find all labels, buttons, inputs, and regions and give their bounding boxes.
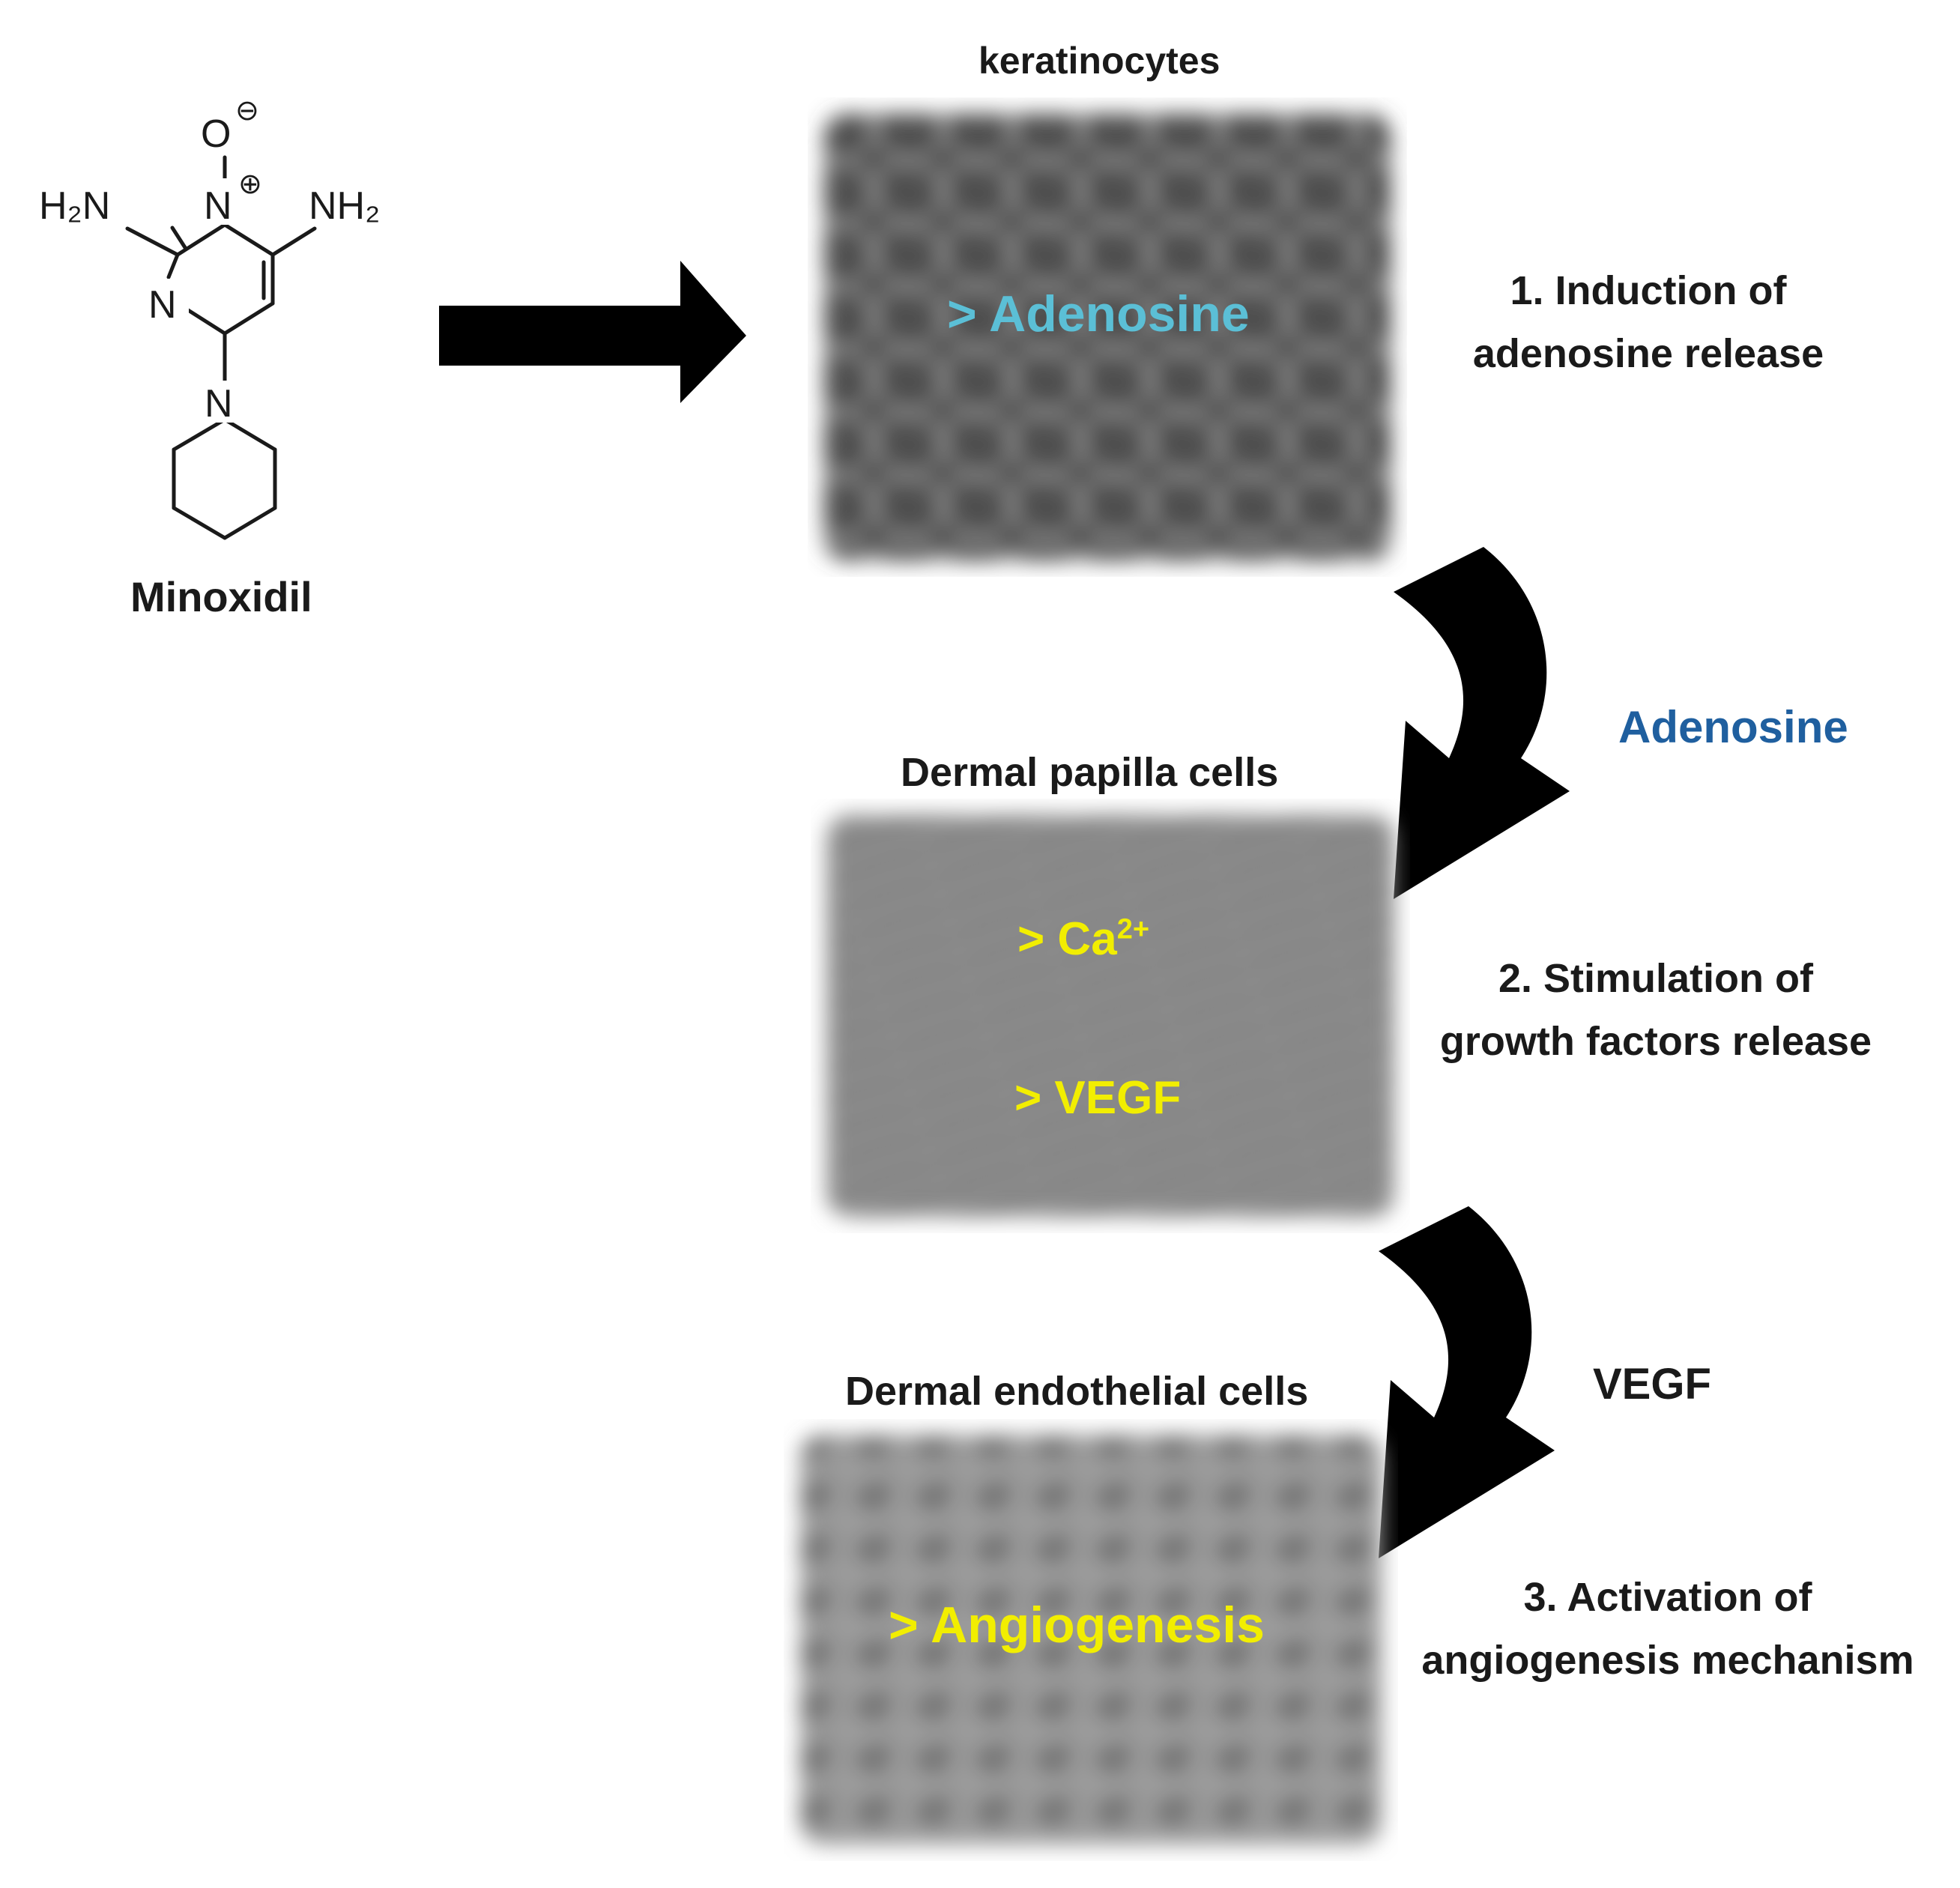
oxide-charge-negative: ⊖ (235, 95, 259, 127)
endothelial-title: Dermal endothelial cells (845, 1369, 1309, 1414)
keratinocytes-overlay: > Adenosine (947, 285, 1250, 342)
ca-superscript: 2+ (1116, 913, 1150, 945)
step-3-line-1: 3. Activation of (1523, 1575, 1812, 1620)
curved-arrow-1 (1394, 547, 1570, 899)
molecule-name: Minoxidil (130, 573, 312, 620)
endothelial-micrograph: > Angiogenesis (784, 1419, 1398, 1861)
keratinocytes-micrograph: > Adenosine (808, 97, 1407, 577)
step-1-line-2: adenosine release (1472, 331, 1824, 376)
dermal-papilla-overlay-vegf: > VEGF (1014, 1072, 1182, 1124)
step-3-line-2: angiogenesis mechanism (1421, 1638, 1914, 1683)
ca-text: > Ca (1017, 913, 1117, 965)
piperidine-nitrogen: N (205, 382, 233, 426)
step-1-line-1: 1. Induction of (1510, 268, 1787, 313)
amine-right: NH₂ (309, 184, 380, 228)
step-2-line-1: 2. Stimulation of (1498, 956, 1813, 1001)
dermal-papilla-micrograph: > Ca2+ > VEGF (811, 799, 1410, 1233)
step-3-label: 3. Activation of angiogenesis mechanism (1413, 1566, 1923, 1692)
dermal-papilla-title: Dermal papilla cells (901, 750, 1279, 795)
n-oxide-atom: N (204, 184, 232, 228)
amine-left: H₂N (39, 184, 110, 228)
mediator-vegf: VEGF (1593, 1360, 1711, 1409)
step-2-label: 2. Stimulation of growth factors release (1424, 947, 1888, 1073)
minoxidil-structure: O ⊖ N ⊕ H₂N NH₂ N N (39, 95, 380, 540)
keratinocytes-title: keratinocytes (979, 40, 1221, 82)
step-1-label: 1. Induction of adenosine release (1446, 259, 1851, 385)
endothelial-overlay: > Angiogenesis (889, 1597, 1265, 1653)
n-oxide-charge-positive: ⊕ (238, 169, 262, 200)
right-arrow (439, 261, 746, 403)
curved-arrow-2 (1379, 1206, 1555, 1558)
ring-nitrogen: N (148, 283, 177, 327)
dermal-papilla-overlay-ca: > Ca2+ (1017, 913, 1149, 966)
mediator-adenosine: Adenosine (1618, 702, 1848, 752)
oxygen-atom: O (201, 112, 231, 156)
step-2-line-2: growth factors release (1439, 1019, 1872, 1064)
